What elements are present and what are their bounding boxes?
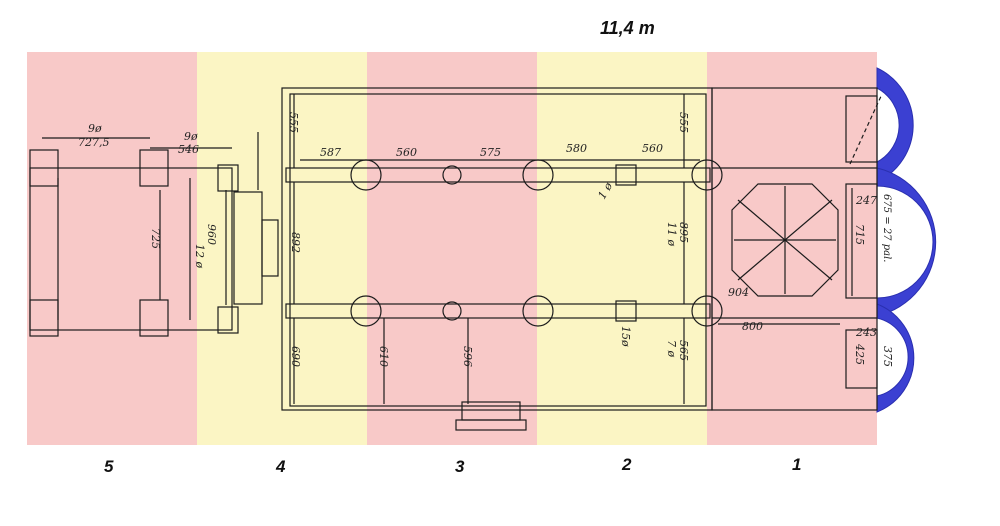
bay-label-5: 5: [104, 457, 114, 476]
dimension-labels: 9ø 727,5 9ø 546 725 960 12 ø 555 892 690…: [78, 112, 894, 367]
bay-3: [367, 52, 537, 445]
dim-label: 892: [289, 232, 302, 253]
dim-label: 960: [205, 224, 218, 245]
pier: [29, 149, 59, 187]
dim-label: 596: [461, 346, 474, 367]
dim-label: 580: [566, 142, 587, 155]
apse-lobes: [876, 67, 937, 413]
south-arcade: [285, 303, 711, 319]
bay-label-2: 2: [621, 455, 632, 474]
north-arcade: [285, 167, 711, 183]
bay-labels: 5 4 3 2 1: [104, 455, 801, 476]
pier: [217, 306, 239, 334]
sanctuary-recess: [845, 95, 878, 163]
column: [691, 295, 723, 327]
dim-label: 15ø: [619, 326, 632, 347]
dim-label: 565: [677, 340, 690, 361]
portal-step: [261, 219, 279, 277]
dim-label: 800: [742, 320, 763, 333]
nave-inner: [289, 93, 707, 407]
bay-1: [707, 52, 877, 445]
sanctuary-recess: [845, 329, 878, 389]
column: [615, 300, 637, 322]
dim-label: 715: [853, 224, 866, 245]
sanctuary-recess: [845, 183, 878, 299]
dim-label: 610: [377, 346, 390, 367]
dim-label: 243: [855, 326, 877, 339]
dim-label: 12 ø: [193, 244, 206, 268]
bay-label-4: 4: [275, 457, 286, 476]
pier: [217, 164, 239, 192]
column: [522, 295, 554, 327]
pier: [139, 149, 169, 187]
dim-label: 11 ø: [665, 222, 678, 246]
dim-label: 555: [287, 112, 300, 133]
dim-label: 7 ø: [665, 340, 678, 357]
dim-label: 895: [677, 222, 690, 243]
narthex-outline: [29, 167, 233, 331]
scale-label: 11,4 m: [600, 18, 655, 38]
column: [442, 165, 462, 185]
dim-label: 425: [853, 343, 866, 365]
apse-lobe-top: [876, 67, 914, 183]
dim-label: 546: [178, 143, 199, 156]
column: [691, 159, 723, 191]
dim-label: 575: [480, 146, 501, 159]
pier: [29, 299, 59, 337]
dim-label: 9ø: [88, 122, 102, 135]
plan-linework: [29, 87, 883, 431]
dim-label: 560: [642, 142, 663, 155]
dim-label: 904: [728, 286, 749, 299]
column: [350, 295, 382, 327]
bay-label-1: 1: [792, 455, 801, 474]
dim-label: 690: [289, 346, 302, 367]
bay-label-3: 3: [455, 457, 465, 476]
dim-label: 560: [396, 146, 417, 159]
column: [442, 301, 462, 321]
pier: [139, 299, 169, 337]
dim-label: 725: [149, 228, 162, 249]
south-porch-step: [455, 419, 527, 431]
dim-label: 375: [881, 346, 894, 367]
dim-label: 675 = 27 pal.: [881, 194, 892, 262]
dome-octagon: [731, 183, 839, 297]
dim-line: [849, 93, 883, 165]
bay-5: [27, 52, 197, 445]
dim-label: 727,5: [78, 136, 110, 149]
column: [615, 164, 637, 186]
dim-label: 247: [855, 194, 877, 207]
dim-label: 587: [320, 146, 341, 159]
bay-2: [537, 52, 707, 445]
dim-label: 9ø: [184, 130, 198, 143]
dim-label: 555: [677, 112, 690, 133]
